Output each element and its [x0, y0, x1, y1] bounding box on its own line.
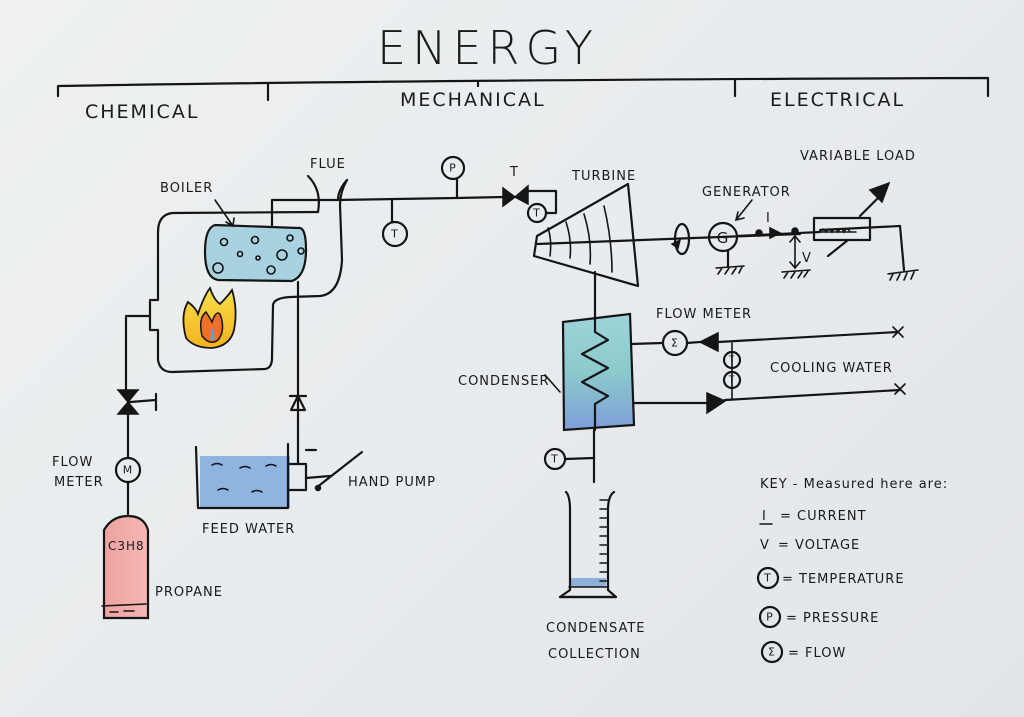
turbine-inlet-temperature-gauge: T	[526, 202, 548, 224]
steam-pressure-gauge: P	[440, 155, 466, 200]
svg-text:Σ: Σ	[768, 646, 776, 659]
hand-pump-label: HAND PUMP	[348, 475, 436, 490]
flue-pipe-right	[336, 178, 349, 202]
svg-text:P: P	[449, 162, 457, 175]
boiler-pointer-arrow	[214, 199, 235, 228]
condenser-label: CONDENSER	[458, 374, 549, 389]
fuel-flow-meter-label-line1: FLOW	[52, 455, 93, 470]
svg-text:T: T	[728, 355, 736, 365]
svg-text:= TEMPERATURE: = TEMPERATURE	[782, 572, 905, 587]
svg-text:= VOLTAGE: = VOLTAGE	[778, 538, 860, 553]
generator-label: GENERATOR	[702, 185, 791, 200]
legend-item-flow: Σ = FLOW	[760, 640, 846, 664]
generator-pointer-arrow	[734, 199, 753, 222]
legend-item-voltage: V = VOLTAGE	[760, 538, 860, 553]
voltage-marker: V	[802, 251, 812, 266]
svg-text:T: T	[550, 453, 559, 466]
shaft-rotation-icon	[670, 222, 691, 256]
cooling-water-temperature-gauges: T T	[722, 342, 742, 401]
section-mechanical: MECHANICAL	[400, 89, 546, 111]
svg-text:V: V	[760, 538, 770, 553]
svg-text:M: M	[123, 464, 134, 477]
legend-item-temperature: T = TEMPERATURE	[756, 566, 905, 590]
fuel-shutoff-valve[interactable]	[116, 389, 158, 415]
fuel-flow-meter: M	[114, 456, 142, 484]
condensate-line: T	[543, 428, 596, 484]
cooling-flow-meter-label: FLOW METER	[656, 307, 752, 322]
cooling-water-label: COOLING WATER	[770, 361, 893, 376]
svg-text:= FLOW: = FLOW	[788, 646, 846, 661]
svg-text:T: T	[532, 207, 541, 220]
steam-line	[306, 195, 506, 202]
condensate-collection-cylinder	[558, 490, 618, 599]
current-marker: I	[766, 211, 771, 226]
svg-text:Σ: Σ	[671, 337, 679, 350]
legend-heading: KEY - Measured here are:	[760, 477, 948, 492]
legend-item-pressure: P = PRESSURE	[758, 605, 879, 629]
flue-label: FLUE	[310, 157, 346, 172]
cooling-water-supply	[632, 383, 906, 415]
svg-text:= CURRENT: = CURRENT	[780, 509, 867, 524]
variable-load-label: VARIABLE LOAD	[800, 149, 916, 164]
diagram-title: ENERGY	[377, 21, 599, 75]
section-chemical: CHEMICAL	[85, 101, 199, 123]
svg-text:G: G	[717, 229, 730, 247]
svg-text:T: T	[390, 228, 399, 241]
feed-water-tank	[194, 442, 290, 510]
svg-text:T: T	[728, 375, 736, 385]
boiler-drum	[203, 223, 308, 283]
fuel-line	[124, 314, 152, 517]
feed-water-label: FEED WATER	[202, 522, 295, 537]
boiler-label: BOILER	[160, 181, 213, 196]
svg-text:T: T	[763, 572, 772, 585]
legend: KEY - Measured here are: I = CURRENT V =…	[756, 477, 948, 664]
propane-tank	[101, 514, 150, 620]
svg-text:P: P	[766, 611, 774, 624]
propane-label: PROPANE	[155, 585, 223, 600]
legend-item-current: I = CURRENT	[759, 509, 867, 525]
condensate-label-line2: COLLECTION	[548, 647, 641, 662]
throttle-valve-label: T	[509, 165, 519, 180]
propane-formula: C3H8	[108, 539, 145, 553]
generator: G	[707, 221, 745, 275]
condenser-pointer	[544, 374, 561, 393]
cooling-water-return: Σ	[630, 326, 904, 357]
section-electrical: ELECTRICAL	[770, 89, 905, 111]
electrical-line	[735, 226, 822, 279]
steam-temperature-gauge: T	[381, 197, 409, 248]
svg-text:= PRESSURE: = PRESSURE	[786, 611, 879, 626]
condensate-label-line1: CONDENSATE	[546, 621, 646, 636]
section-bracket	[56, 76, 990, 102]
svg-text:I: I	[762, 509, 767, 524]
feed-check-valve	[288, 394, 308, 412]
turbine-label: TURBINE	[571, 169, 636, 184]
furnace-enclosure	[148, 174, 349, 374]
variable-load-resistor[interactable]	[812, 181, 919, 281]
fuel-flow-meter-label-line2: METER	[54, 475, 104, 490]
throttle-valve[interactable]	[502, 184, 558, 215]
flame-icon	[182, 286, 237, 349]
condenser	[561, 312, 636, 432]
hand-pump[interactable]	[286, 438, 364, 492]
